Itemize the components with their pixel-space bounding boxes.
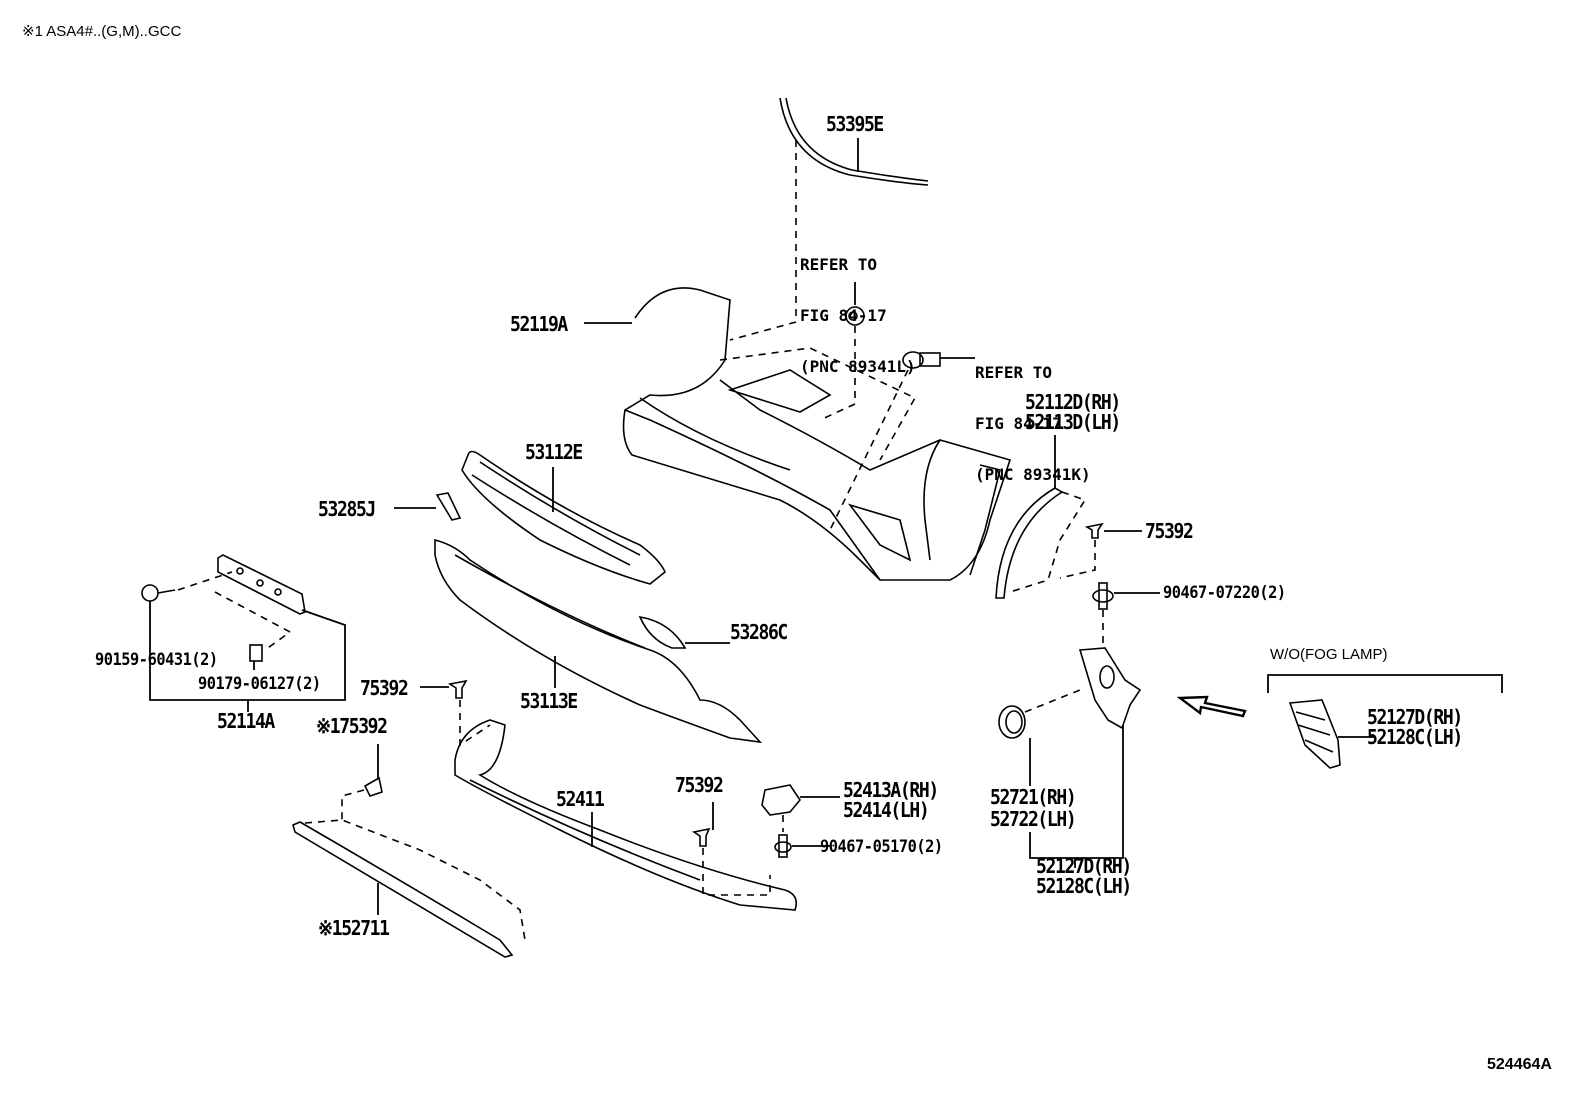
variant-label-wo-fog-lamp: W/O(FOG LAMP)	[1270, 646, 1388, 663]
parking-sensor-89341K[interactable]	[902, 351, 941, 369]
part-label-53113E[interactable]: 53113E	[520, 689, 578, 713]
part-label-52711[interactable]: ※152711	[318, 916, 390, 940]
molding-strip-53395E[interactable]	[779, 97, 929, 186]
part-label-75392-right[interactable]: 75392	[1145, 519, 1194, 543]
license-bracket-52114A[interactable]	[217, 554, 306, 615]
part-label-75392-lower[interactable]: 75392	[675, 773, 724, 797]
part-label-52414[interactable]: 52414(LH)	[843, 798, 930, 822]
grille-53112E[interactable]	[461, 450, 666, 585]
part-label-52112D[interactable]: 52112D(RH)	[1025, 390, 1121, 414]
part-label-90467-05170[interactable]: 90467-05170(2)	[820, 837, 943, 857]
clip-75392-right[interactable]	[1084, 522, 1104, 539]
clip-75392-marked[interactable]	[363, 776, 383, 797]
molding-52711[interactable]	[292, 821, 514, 958]
part-label-53286C[interactable]: 53286C	[730, 620, 788, 644]
part-label-52119A[interactable]: 52119A	[510, 312, 568, 336]
cap-53286C[interactable]	[638, 615, 687, 649]
ref-line2: FIG 84-17	[975, 414, 1062, 433]
fog-lamp-ring-52721-52722[interactable]	[998, 705, 1026, 739]
part-label-90159-60431[interactable]: 90159-60431(2)	[95, 650, 218, 670]
lower-spoiler-52411[interactable]	[454, 719, 798, 911]
dash-53395E	[729, 140, 797, 341]
part-label-52411[interactable]: 52411	[556, 787, 605, 811]
reference-89341K[interactable]: REFER TO FIG 84-17 (PNC 89341K)	[975, 330, 1091, 500]
part-label-52413A[interactable]: 52413A(RH)	[843, 778, 939, 802]
ref-line1: REFER TO	[975, 363, 1053, 382]
direction-arrow	[1176, 695, 1247, 718]
figure-id: 524464A	[1487, 1056, 1552, 1073]
part-label-90179-06127[interactable]: 90179-06127(2)	[198, 674, 321, 694]
part-label-90467-07220[interactable]: 90467-07220(2)	[1163, 583, 1286, 603]
ref-line1: REFER TO	[800, 255, 878, 274]
dash-75392-right	[1059, 540, 1096, 579]
dash-52119A	[719, 347, 917, 461]
clip-90467-05170[interactable]	[774, 834, 792, 858]
sensor-clip-89341L[interactable]	[845, 306, 865, 326]
part-label-52722[interactable]: 52722(LH)	[990, 807, 1077, 831]
bracket-52127D-lower	[1029, 725, 1124, 859]
part-label-52128C-wo-fog[interactable]: 52128C(LH)	[1367, 725, 1463, 749]
dash-89341K	[829, 369, 909, 531]
lower-grille-53113E[interactable]	[434, 538, 763, 744]
ref-line2: FIG 84-17	[800, 306, 887, 325]
clip-90467-07220[interactable]	[1092, 582, 1114, 610]
variant-bracket	[1267, 674, 1503, 693]
dash-52711	[304, 819, 526, 941]
bracket-52413A-52414[interactable]	[761, 784, 801, 816]
ref-line3: (PNC 89341K)	[975, 465, 1091, 484]
ref-line3: (PNC 89341L)	[800, 357, 916, 376]
part-label-52113D[interactable]: 52113D(LH)	[1025, 410, 1121, 434]
bumper-cover-52119A[interactable]	[622, 287, 1012, 581]
dash-75392-lower	[702, 848, 771, 896]
part-label-75392-marked[interactable]: ※175392	[316, 714, 388, 738]
dash-75392-marked	[341, 789, 365, 820]
part-label-53112E[interactable]: 53112E	[525, 440, 583, 464]
screw-90159-60431[interactable]	[141, 584, 176, 602]
clip-75392-left[interactable]	[447, 679, 468, 699]
part-label-52721[interactable]: 52721(RH)	[990, 785, 1077, 809]
bracket-52114A	[149, 601, 346, 701]
part-label-52128C-lower[interactable]: 52128C(LH)	[1036, 874, 1132, 898]
fog-lamp-bezel-52127D-52128C[interactable]	[1078, 647, 1142, 730]
part-label-53395E[interactable]: 53395E	[826, 112, 884, 136]
reference-89341L[interactable]: REFER TO FIG 84-17 (PNC 89341L)	[800, 222, 916, 392]
part-label-75392-left[interactable]: 75392	[360, 676, 409, 700]
dash-52112D	[1009, 491, 1087, 593]
dash-90179	[214, 591, 292, 651]
fender-liner-52112D-52113D[interactable]	[995, 487, 1064, 599]
dash-ring	[1024, 689, 1081, 713]
dash-90159	[177, 571, 233, 591]
part-label-52114A[interactable]: 52114A	[217, 709, 275, 733]
dash-89341L	[819, 326, 856, 421]
cap-53285J[interactable]	[435, 492, 462, 521]
part-label-52127D-wo-fog[interactable]: 52127D(RH)	[1367, 705, 1463, 729]
nut-90179-06127[interactable]	[249, 644, 263, 662]
part-label-52127D-lower[interactable]: 52127D(RH)	[1036, 854, 1132, 878]
fog-cover-52127D-52128C-wo-fog[interactable]	[1288, 699, 1341, 769]
part-label-53285J[interactable]: 53285J	[318, 497, 376, 521]
clip-75392-lower[interactable]	[691, 827, 711, 847]
applicability-note: ※1 ASA4#..(G,M)..GCC	[22, 23, 182, 40]
